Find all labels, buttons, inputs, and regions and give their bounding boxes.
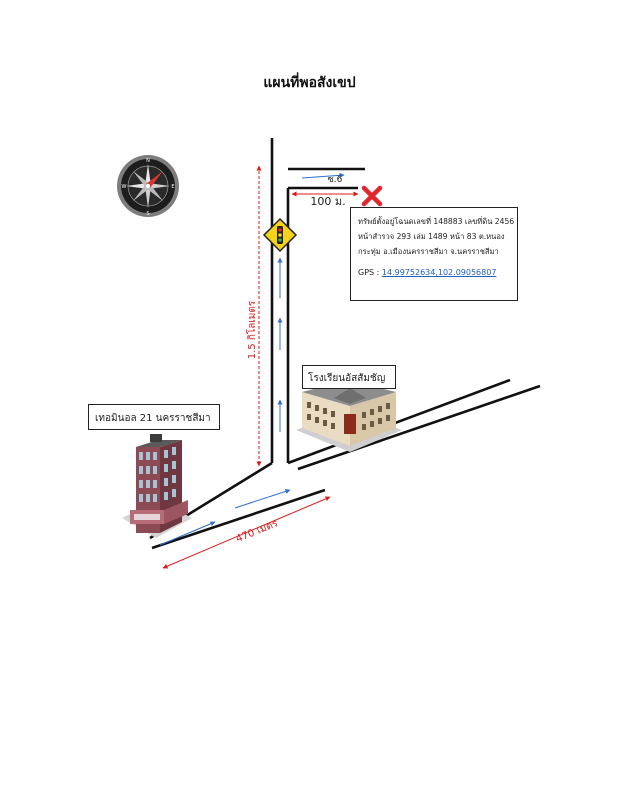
terminal-building-icon (122, 434, 192, 538)
distance-vertical-label: 1.5 กิโลเมตร (245, 300, 258, 359)
main-road-bottom-right (297, 384, 541, 471)
property-info-line3: กระทุ่ม อ.เมืองนครราชสีมา จ.นครราชสีมา (358, 247, 499, 256)
svg-text:N: N (146, 158, 150, 164)
gps-label: GPS : (358, 268, 382, 277)
distance-soi-label: 100 ม. (310, 195, 345, 208)
main-road-top-right (287, 378, 511, 465)
property-info-line2: หน้าสำรวจ 293 เล่ม 1489 หน้า 83 ต.หนอง (358, 232, 505, 241)
property-info-line1: ทรัพย์ตั้งอยู่โฉนดเลขที่ 148883 เลขที่ดิ… (358, 217, 515, 226)
school-label: โรงเรียนอัสสัมชัญ (302, 365, 396, 389)
distance-main-label: 470 เมตร (235, 518, 281, 545)
svg-text:W: W (122, 184, 127, 190)
traffic-light-sign-icon (262, 217, 298, 253)
terminal-label: เทอมินอล 21 นครราชสีมา (88, 404, 220, 430)
page-title: แผนที่พอสังเขป (263, 75, 356, 91)
gps-link[interactable]: 14.99752634,102.09056807 (381, 268, 497, 277)
svg-text:S: S (146, 211, 149, 217)
compass-icon: N S W E (117, 155, 179, 217)
svg-text:E: E (171, 184, 174, 190)
measure-main (162, 496, 331, 569)
school-building-icon (296, 380, 402, 452)
property-info-box: ทรัพย์ตั้งอยู่โฉนดเลขที่ 148883 เลขที่ดิ… (350, 207, 518, 301)
x-mark-icon (361, 185, 383, 207)
gps-row: GPS : 14.99752634,102.09056807 (358, 265, 512, 280)
direction-arrow-soi (301, 172, 345, 179)
soi-label: ซ.6 (328, 175, 343, 185)
